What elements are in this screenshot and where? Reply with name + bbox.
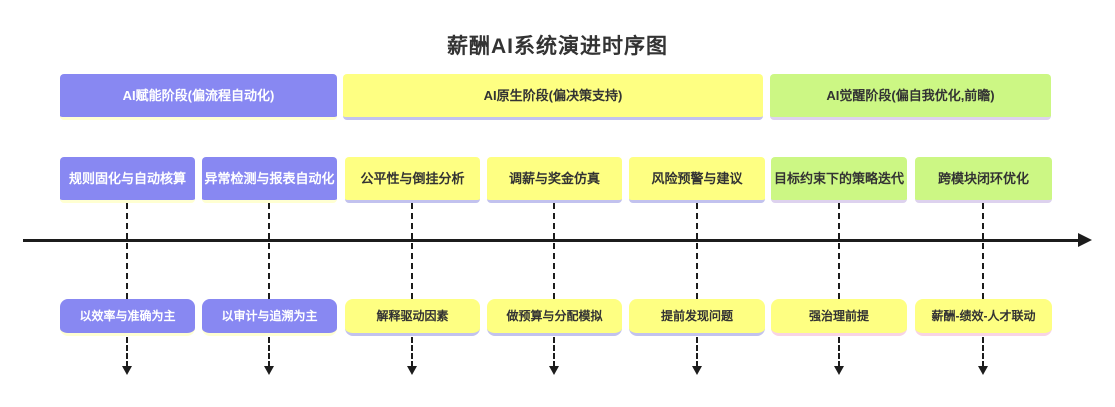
stage-header-awaken: AI觉醒阶段(偏自我优化,前瞻): [770, 74, 1051, 120]
dashed-connector-lower-col7: [982, 337, 984, 367]
dashed-connector-upper-col1: [126, 203, 128, 299]
down-arrowhead-icon-col6: [834, 366, 844, 375]
note-box-drivers: 解释驱动因素: [345, 299, 480, 336]
dashed-connector-lower-col4: [553, 337, 555, 367]
dashed-connector-lower-col6: [838, 337, 840, 367]
down-arrowhead-icon-col1: [122, 366, 132, 375]
dashed-connector-lower-col2: [268, 337, 270, 367]
dashed-connector-upper-col4: [553, 203, 555, 299]
stage-header-empower: AI赋能阶段(偏流程自动化): [60, 74, 337, 120]
stage-header-native: AI原生阶段(偏决策支持): [343, 74, 763, 120]
dashed-connector-upper-col2: [268, 203, 270, 299]
timeline-arrowhead-icon: [1078, 233, 1092, 247]
dashed-connector-upper-col7: [982, 203, 984, 299]
capability-box-simulation: 调薪与奖金仿真: [487, 157, 622, 203]
capability-box-rules: 规则固化与自动核算: [60, 157, 195, 203]
dashed-connector-lower-col3: [411, 337, 413, 367]
dashed-connector-upper-col6: [838, 203, 840, 299]
note-box-budget: 做预算与分配模拟: [487, 299, 622, 336]
capability-box-risk: 风险预警与建议: [629, 157, 765, 203]
capability-box-anomaly: 异常检测与报表自动化: [202, 157, 337, 203]
down-arrowhead-icon-col3: [407, 366, 417, 375]
dashed-connector-upper-col3: [411, 203, 413, 299]
down-arrowhead-icon-col7: [978, 366, 988, 375]
diagram-title: 薪酬AI系统演进时序图: [447, 35, 668, 58]
note-box-linkage: 薪酬-绩效-人才联动: [915, 299, 1052, 336]
timeline-axis: [23, 239, 1080, 242]
capability-box-strategy: 目标约束下的策略迭代: [771, 157, 907, 203]
dashed-connector-upper-col5: [696, 203, 698, 299]
capability-box-closedloop: 跨模块闭环优化: [915, 157, 1052, 203]
dashed-connector-lower-col1: [126, 337, 128, 367]
note-box-early-detection: 提前发现问题: [629, 299, 765, 336]
down-arrowhead-icon-col2: [264, 366, 274, 375]
note-box-governance: 强治理前提: [771, 299, 907, 336]
note-box-audit: 以审计与追溯为主: [202, 299, 337, 336]
down-arrowhead-icon-col5: [692, 366, 702, 375]
note-box-efficiency: 以效率与准确为主: [60, 299, 195, 336]
down-arrowhead-icon-col4: [549, 366, 559, 375]
dashed-connector-lower-col5: [696, 337, 698, 367]
capability-box-fairness: 公平性与倒挂分析: [345, 157, 480, 203]
